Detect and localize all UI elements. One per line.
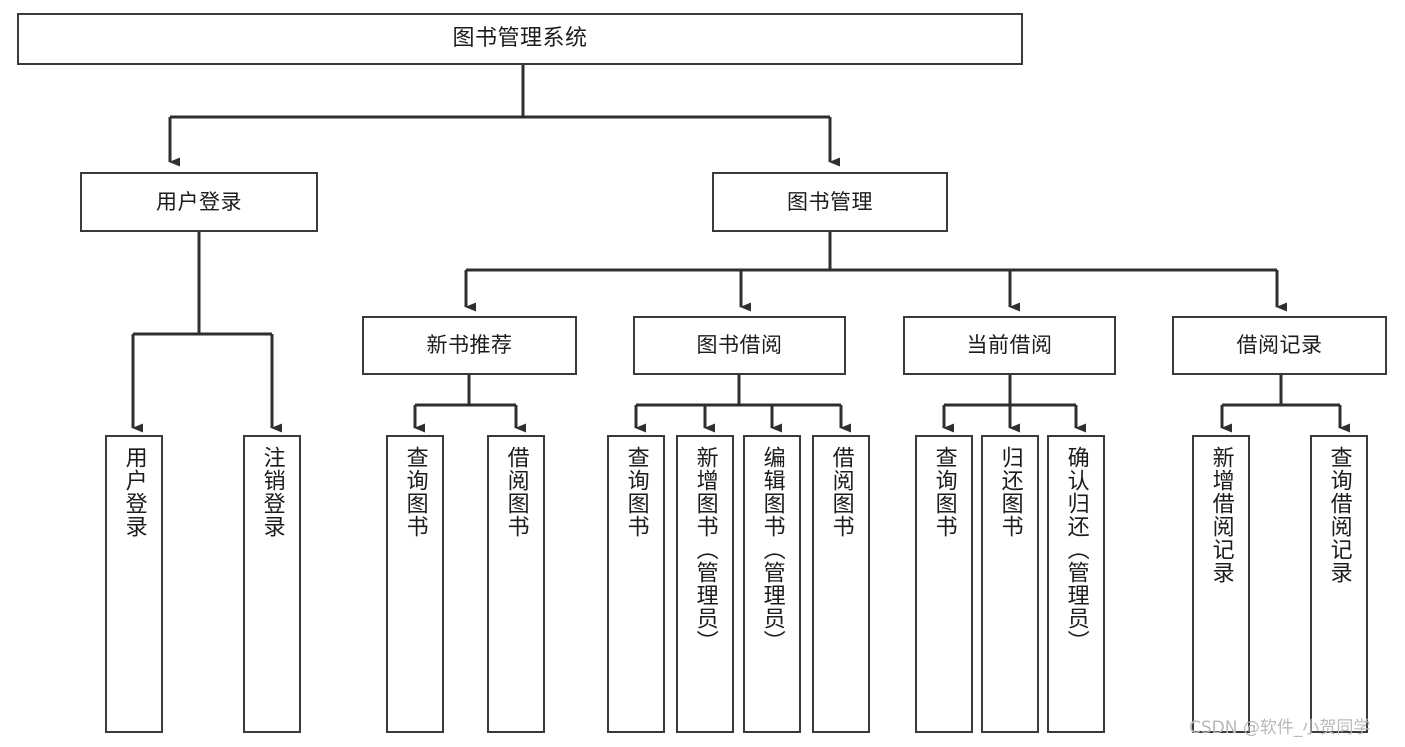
node-label: 编辑图书（管理员）	[759, 446, 785, 653]
node-label: 新增图书（管理员）	[692, 446, 718, 653]
leaf-confirm-return-admin[interactable]: 确认归还（管理员）	[1047, 435, 1105, 733]
node-label: 查询图书	[623, 446, 649, 538]
leaf-query-book-recommend[interactable]: 查询图书	[386, 435, 444, 733]
node-label: 新书推荐	[426, 333, 513, 358]
node-label: 图书管理	[787, 189, 873, 214]
leaf-add-book-admin[interactable]: 新增图书（管理员）	[676, 435, 734, 733]
node-label: 查询图书	[402, 446, 428, 538]
leaf-query-book-current[interactable]: 查询图书	[915, 435, 973, 733]
node-user-login[interactable]: 用户登录	[80, 172, 318, 232]
node-label: 查询图书	[931, 446, 957, 538]
leaf-add-borrow-record[interactable]: 新增借阅记录	[1192, 435, 1250, 733]
leaf-user-login[interactable]: 用户登录	[105, 435, 163, 733]
leaf-logout[interactable]: 注销登录	[243, 435, 301, 733]
node-current-borrow[interactable]: 当前借阅	[903, 316, 1116, 375]
node-label: 用户登录	[121, 446, 147, 538]
node-label: 用户登录	[156, 189, 242, 214]
node-new-book-recommend[interactable]: 新书推荐	[362, 316, 577, 375]
node-label: 图书借阅	[696, 333, 783, 358]
node-root-system[interactable]: 图书管理系统	[17, 13, 1023, 65]
csdn-watermark: CSDN @软件_小贺同学	[1189, 718, 1371, 738]
node-label: 确认归还（管理员）	[1063, 446, 1089, 653]
node-borrow-record[interactable]: 借阅记录	[1172, 316, 1387, 375]
node-label: 借阅记录	[1236, 333, 1323, 358]
node-book-borrow[interactable]: 图书借阅	[633, 316, 846, 375]
leaf-query-borrow-record[interactable]: 查询借阅记录	[1310, 435, 1368, 733]
leaf-query-book-borrow[interactable]: 查询图书	[607, 435, 665, 733]
node-label: 图书管理系统	[452, 26, 588, 52]
node-label: 归还图书	[997, 446, 1023, 538]
leaf-borrow-book-recommend[interactable]: 借阅图书	[487, 435, 545, 733]
node-book-management[interactable]: 图书管理	[712, 172, 948, 232]
node-label: 借阅图书	[828, 446, 854, 538]
node-label: 注销登录	[259, 446, 285, 538]
node-label: 当前借阅	[966, 333, 1053, 358]
leaf-return-book[interactable]: 归还图书	[981, 435, 1039, 733]
leaf-edit-book-admin[interactable]: 编辑图书（管理员）	[743, 435, 801, 733]
node-label: 借阅图书	[503, 446, 529, 538]
node-label: 新增借阅记录	[1208, 446, 1234, 584]
leaf-borrow-book[interactable]: 借阅图书	[812, 435, 870, 733]
node-label: 查询借阅记录	[1326, 446, 1352, 584]
